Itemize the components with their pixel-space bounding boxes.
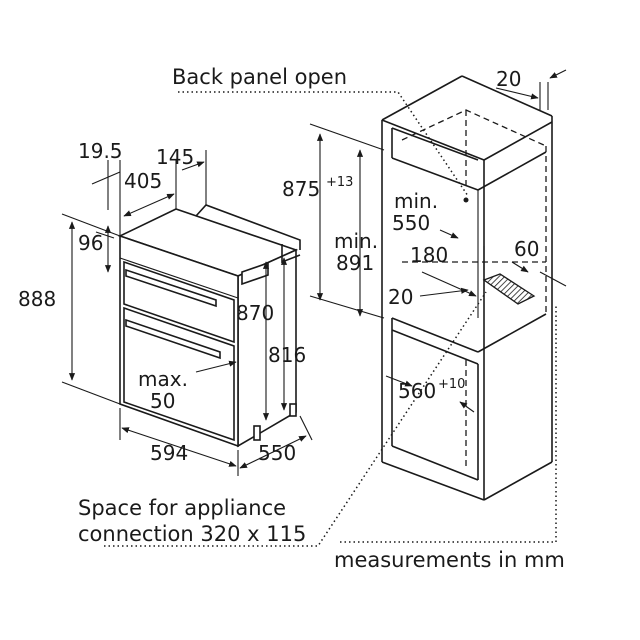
upper-shelf-front [391, 157, 479, 191]
upper-shelf-top [391, 127, 479, 161]
oven-dimensions [61, 150, 313, 476]
label-min-550: min. [394, 189, 438, 213]
oven-rear-housing [195, 204, 301, 250]
label-891: 891 [336, 251, 374, 275]
oven-labels: 19.5 145 405 96 888 870 816 max. 50 594 … [18, 139, 306, 465]
cabinet-top-left [381, 75, 463, 121]
dim-line-20-top [495, 87, 539, 100]
dim-line-560-b [459, 401, 475, 413]
cabinet-bottom-right [483, 461, 553, 501]
label-20-top: 20 [496, 67, 521, 91]
dim-line-145 [181, 161, 205, 171]
dim-line-560-a [385, 375, 413, 387]
cabinet-top-right [483, 121, 553, 161]
captions: Back panel open Space for appliance conn… [78, 65, 565, 572]
label-96: 96 [78, 231, 103, 255]
leader-units [340, 304, 557, 543]
label-816: 816 [268, 343, 306, 367]
label-560-tolerance: +10 [438, 377, 465, 392]
dim-line-594 [121, 427, 237, 467]
label-max-50: 50 [150, 389, 175, 413]
control-strip-line [119, 257, 239, 299]
label-20-mid: 20 [388, 285, 413, 309]
label-594: 594 [150, 441, 188, 465]
label-560: 560 [398, 379, 436, 403]
oven-foot-1 [253, 425, 261, 441]
label-550-niche: 550 [392, 211, 430, 235]
dim-line-405 [123, 193, 175, 217]
upper-handle [125, 268, 217, 308]
leader-back-panel [178, 91, 469, 197]
caption-space-line2: connection 320 x 115 [78, 522, 306, 546]
marker-dot [463, 197, 469, 203]
caption-space-line1: Space for appliance [78, 496, 286, 520]
dim-line-60 [511, 261, 529, 273]
label-550: 550 [258, 441, 296, 465]
label-19-5: 19.5 [78, 139, 123, 163]
lower-handle [125, 318, 221, 360]
niche-floor-right [477, 313, 547, 353]
label-888: 888 [18, 287, 56, 311]
cabinet [381, 75, 553, 501]
leader-lines [104, 91, 557, 547]
label-60: 60 [514, 237, 539, 261]
ext-line [299, 415, 313, 441]
oven [117, 204, 301, 448]
vent-opening-hatched [482, 273, 536, 305]
label-min-891: min. [334, 229, 378, 253]
label-875-tolerance: +13 [326, 175, 353, 190]
niche-labels: 20 875 +13 min. 891 min. 550 180 60 20 5… [282, 67, 539, 403]
dim-line-60-b [539, 271, 567, 287]
oven-foot-2 [289, 403, 297, 417]
caption-back-panel: Back panel open [172, 65, 347, 89]
dim-line-550 [239, 435, 307, 469]
niche-dimensions [309, 69, 567, 413]
dim-line-19-5 [91, 171, 121, 185]
label-875: 875 [282, 177, 320, 201]
ext-line [309, 295, 385, 319]
label-180: 180 [410, 243, 448, 267]
niche-floor-front [391, 317, 479, 353]
cabinet-bottom-front [381, 461, 485, 501]
dim-line-550-niche [439, 229, 459, 239]
lower-floor [391, 445, 479, 481]
dim-line-max-50 [195, 360, 237, 373]
upper-shelf-right [477, 151, 547, 191]
label-145: 145 [156, 145, 194, 169]
label-405: 405 [124, 169, 162, 193]
cabinet-top-back [461, 75, 553, 117]
ext-line [61, 381, 121, 405]
ext-line [309, 123, 385, 151]
niche-floor-lower [391, 329, 479, 365]
caption-units: measurements in mm [334, 548, 565, 572]
dim-line-20-mid [419, 287, 469, 297]
label-max: max. [138, 367, 188, 391]
label-870: 870 [236, 301, 274, 325]
dim-line-20-top-b [549, 69, 567, 79]
cabinet-top-front [381, 119, 485, 161]
